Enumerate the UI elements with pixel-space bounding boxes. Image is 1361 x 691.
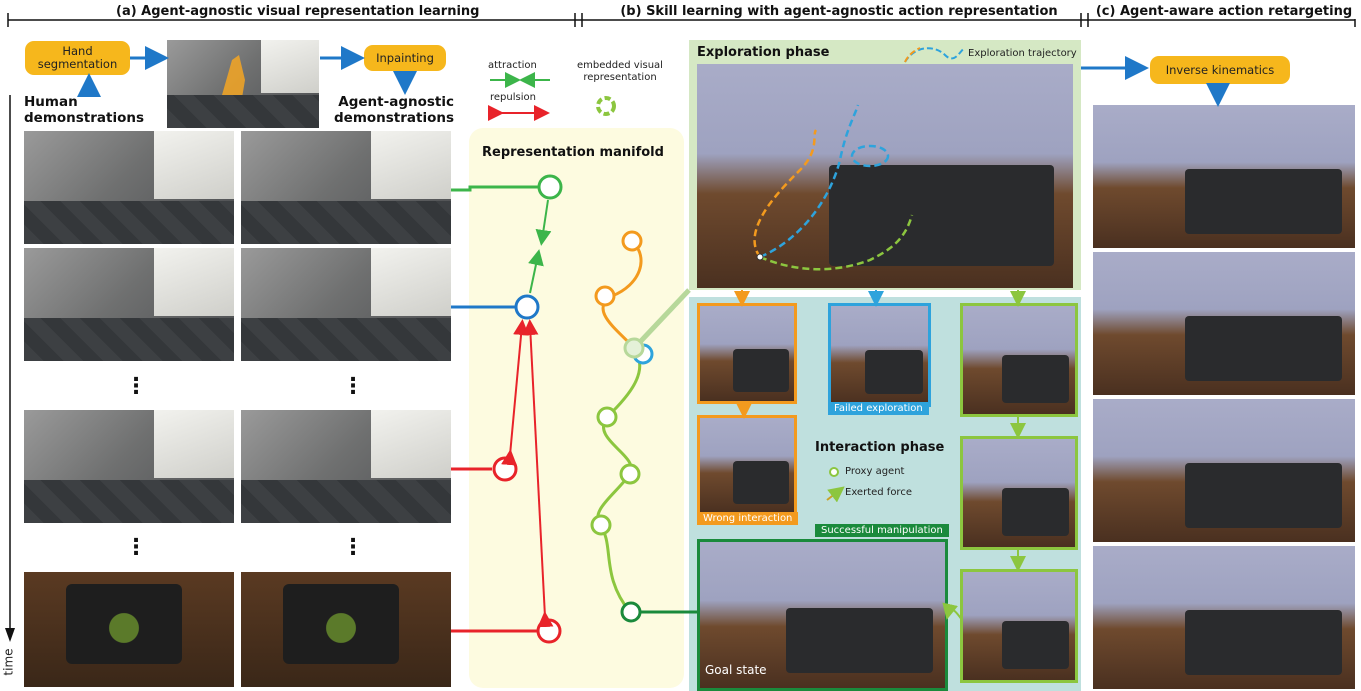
manifold-node-5: [590, 514, 612, 536]
exerted-force-icon: [826, 486, 845, 503]
human-demonstrations-label: Human demonstrations: [24, 94, 145, 126]
ellipsis-4: ⋮: [342, 535, 364, 560]
repulsion-label: repulsion: [490, 92, 536, 103]
repulsion-arrow-1: [501, 319, 530, 466]
node-red-2: [536, 618, 562, 644]
exploration-scene-image: [697, 64, 1073, 288]
wrong-interaction-step-2: [697, 415, 797, 516]
inverse-kinematics-pill: Inverse kinematics: [1150, 56, 1290, 84]
trajectory-green: [759, 214, 914, 271]
human-demo-frame-3: [24, 410, 234, 523]
interaction-phase-title: Interaction phase: [815, 440, 945, 455]
proxy-agent-label: Proxy agent: [845, 466, 905, 477]
goal-state-label: Goal state: [705, 663, 767, 677]
retarget-frame-2: [1093, 252, 1355, 395]
wrong-interaction-step-1: [697, 303, 797, 404]
human-demo-frame-4: [24, 572, 234, 687]
trajectory-start: [756, 253, 764, 261]
manifold-title: Representation manifold: [482, 145, 664, 160]
proxy-agent-icon: [829, 467, 839, 477]
manifold-to-explore: [638, 288, 691, 344]
manifold-node-current: [623, 337, 645, 359]
retarget-frame-4: [1093, 546, 1355, 689]
agent-agnostic-demonstrations-label: Agent-agnostic demonstrations: [334, 94, 455, 126]
ellipsis-2: ⋮: [342, 374, 364, 399]
attraction-arrow-up: [528, 249, 544, 294]
success-step-2: [960, 436, 1078, 550]
trajectory-blue: [759, 104, 860, 259]
embedded-representation-label: embedded visual representation: [577, 60, 663, 83]
node-blue: [514, 294, 540, 320]
success-step-3: [960, 569, 1078, 683]
inpainting-pill: Inpainting: [364, 45, 446, 71]
attraction-arrow-down: [535, 199, 552, 246]
retarget-frame-1: [1093, 105, 1355, 248]
successful-manipulation-tag: Successful manipulation: [815, 524, 949, 537]
attraction-label: attraction: [488, 60, 537, 71]
section-a-title: (a) Agent-agnostic visual representation…: [110, 4, 482, 19]
time-axis: [5, 95, 15, 642]
wrong-interaction-tag: Wrong interaction: [697, 512, 799, 525]
hand-segmentation-pill: Hand segmentation: [25, 41, 130, 75]
connector-green: [451, 185, 538, 192]
trajectory-blue-loop: [850, 144, 890, 168]
agent-demo-frame-1: [241, 131, 451, 244]
ellipsis-1: ⋮: [125, 374, 147, 399]
manifold-node-1: [621, 230, 643, 252]
exploration-phase-title: Exploration phase: [697, 45, 830, 60]
node-green: [537, 174, 563, 200]
section-c-title: (c) Agent-aware action retargeting: [1090, 4, 1358, 19]
legend-trajectory-dash: [904, 47, 966, 63]
manifold-node-goal: [620, 601, 642, 623]
agent-demo-frame-3: [241, 410, 451, 523]
manifold-node-2: [594, 285, 616, 307]
human-demo-frame-1: [24, 131, 234, 244]
agent-demo-frame-4: [241, 572, 451, 687]
legend-embedded-ring: [596, 96, 616, 116]
manifold-node-4: [619, 463, 641, 485]
node-red-1: [492, 456, 518, 482]
repulsion-arrow-2: [522, 319, 554, 628]
exerted-force-label: Exerted force: [845, 487, 912, 498]
arrow-success-to-goal: [942, 602, 963, 621]
manifold-node-3: [596, 406, 618, 428]
failed-exploration-image: [828, 303, 931, 407]
failed-exploration-tag: Failed exploration: [828, 402, 929, 415]
section-b-title: (b) Skill learning with agent-agnostic a…: [608, 4, 1070, 19]
exploration-trajectory-label: Exploration trajectory: [968, 48, 1077, 59]
retarget-frame-3: [1093, 399, 1355, 542]
ellipsis-3: ⋮: [125, 535, 147, 560]
human-demo-frame-2: [24, 248, 234, 361]
agent-demo-frame-2: [241, 248, 451, 361]
legend-trajectory-orange: [904, 47, 921, 63]
segmentation-preview-image: [167, 40, 319, 128]
trajectory-orange: [753, 129, 818, 258]
goal-state-image: [697, 539, 948, 691]
